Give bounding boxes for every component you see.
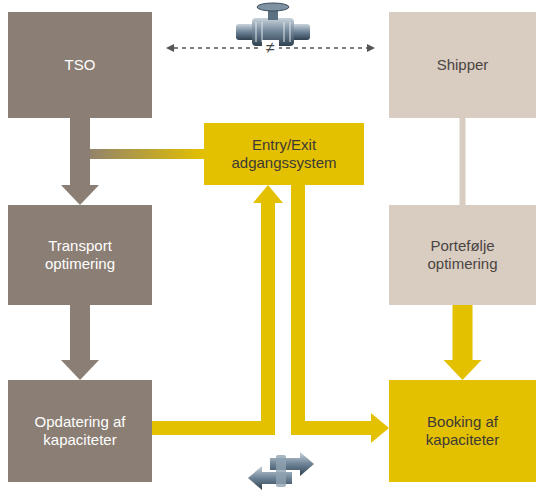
process-box: Booking af kapaciteter [389,380,536,482]
node-label: Entry/Exit adgangssystem [214,136,354,172]
flow-arrow [70,118,90,185]
node-label: Portefølje optimering [413,237,513,273]
link-band [80,118,204,154]
pipe-arrows-icon [248,452,314,490]
actor-box: Shipper [389,12,536,118]
link-line [460,118,466,205]
process-box: Transport optimering [8,205,152,305]
process-box: Opdatering af kapaciteter [8,380,152,482]
system-box: Entry/Exit adgangssystem [204,123,364,185]
node-label: Transport optimering [30,237,130,273]
feedback-arrow [152,203,268,428]
flow-arrow [70,305,90,360]
flow-arrow [453,305,473,360]
edge-label: ≠ [262,40,279,56]
node-label: Shipper [437,56,489,74]
node-label: TSO [65,56,96,74]
actor-box: TSO [8,12,152,118]
node-label: Opdatering af kapaciteter [25,413,135,449]
node-label: Booking af kapaciteter [408,413,518,449]
booking-arrow [298,185,371,428]
process-box: Portefølje optimering [389,205,536,305]
